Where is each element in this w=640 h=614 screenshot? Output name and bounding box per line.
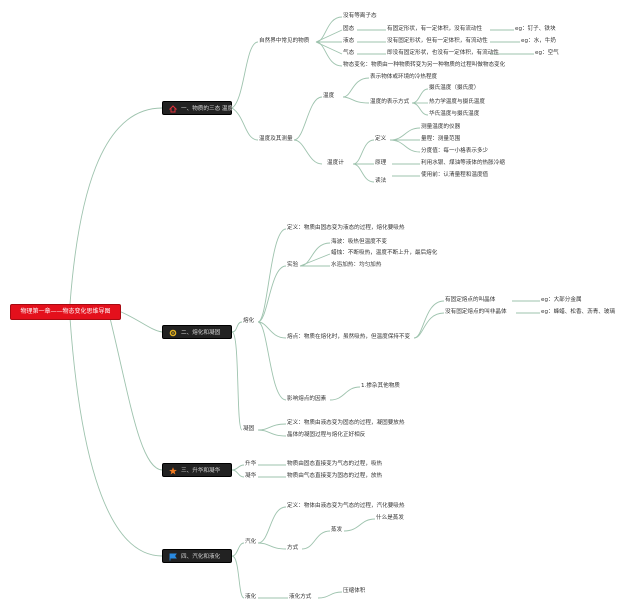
node-melting-def[interactable]: 定义：物质由固态变为液态的过程，熔化要吸热 [287, 225, 405, 231]
node-celsius[interactable]: 摄氏温度（摄氏度） [429, 85, 480, 91]
node-no-plasma[interactable]: 没有等离子态 [343, 13, 377, 19]
node-fahrenheit[interactable]: 华氏温度与摄氏温度 [429, 111, 480, 117]
node-exp-waterbath[interactable]: 水浴加热：均匀加热 [331, 262, 382, 268]
node-temp-measure[interactable]: 温度及其测量 [259, 136, 293, 142]
node-temperature[interactable]: 温度 [323, 93, 335, 99]
node-sublimation[interactable]: 升华 [245, 461, 257, 467]
node-gas[interactable]: 气态 [343, 50, 355, 56]
node-liq-ways[interactable]: 液化方式 [289, 594, 312, 600]
node-solid-desc[interactable]: 有固定形状，有一定体积，没有流动性 [387, 26, 483, 32]
node-thermometer[interactable]: 温度计 [327, 160, 344, 166]
topic-3-label: 三、升华和凝华 [181, 468, 221, 474]
root-node[interactable]: 物理第一章——物态变化思维导图 [10, 304, 121, 320]
node-amorphous[interactable]: 没有固定熔点的叫非晶体 [445, 309, 507, 315]
node-deposition[interactable]: 凝华 [245, 473, 257, 479]
node-solid[interactable]: 固态 [343, 26, 355, 32]
topic-1-label: 一、物质的三态 温度 [181, 106, 234, 112]
node-gas-desc[interactable]: 即没有固定形状，也没有一定体积，有流动性 [387, 50, 499, 56]
node-experiment[interactable]: 实验 [287, 262, 299, 268]
topic-2-node[interactable]: 二、熔化和凝固 [162, 325, 232, 339]
node-evaporation[interactable]: 蒸发 [331, 527, 343, 533]
node-melting-point[interactable]: 熔点：物质在熔化时，虽然吸热，但温度保持不变 [287, 334, 411, 340]
node-reading-text[interactable]: 使用前：认清量程和温度值 [421, 172, 489, 178]
node-crystal[interactable]: 有固定熔点的叫晶体 [445, 297, 496, 303]
node-crystal-eg[interactable]: eg：大部分金属 [541, 297, 582, 303]
node-thermo-def[interactable]: 定义 [375, 136, 387, 142]
node-liquid-desc[interactable]: 没有固定形状，但有一定体积，有流动性 [387, 38, 488, 44]
node-reading[interactable]: 读法 [375, 178, 387, 184]
node-sublimation-text[interactable]: 物质由固态直接变为气态的过程，吸热 [287, 461, 383, 467]
node-deposition-text[interactable]: 物质由气态直接变为固态的过程，放热 [287, 473, 383, 479]
node-freezing-def[interactable]: 定义：物质由液态变为固态的过程，凝固要放热 [287, 420, 405, 426]
node-impurity[interactable]: 1.掺杂其他物质 [361, 383, 400, 389]
node-temp-methods[interactable]: 温度的表示方式 [370, 99, 410, 105]
node-common-matter[interactable]: 自然界中常见的物质 [259, 38, 310, 44]
node-temp-def[interactable]: 表示物体或环境的冷热程度 [370, 74, 438, 80]
topic-1-node[interactable]: 一、物质的三态 温度 [162, 101, 234, 115]
topic-4-label: 四、汽化和液化 [181, 554, 221, 560]
topic-3-node[interactable]: 三、升华和凝华 [162, 463, 232, 477]
node-freezing[interactable]: 凝固 [243, 426, 255, 432]
node-compress-volume[interactable]: 压缩体积 [343, 588, 366, 594]
node-what-is-evaporation[interactable]: 什么是蒸发 [376, 515, 404, 521]
node-kelvin[interactable]: 热力学温度与摄氏温度 [429, 99, 485, 105]
node-thermo-def-1[interactable]: 测量温度的仪器 [421, 124, 461, 130]
node-melting[interactable]: 熔化 [243, 318, 255, 324]
node-exp-hypo[interactable]: 海波：吸热但温度不变 [331, 239, 387, 245]
star-icon [169, 467, 177, 475]
node-vaporization-def[interactable]: 定义：物体由液态变为气态的过程，汽化要吸热 [287, 503, 405, 509]
node-solid-eg[interactable]: eg：钉子、铁块 [515, 26, 556, 32]
node-amorphous-eg[interactable]: eg：蜂蜡、松香、沥青、玻璃 [541, 309, 616, 315]
topic-2-label: 二、熔化和凝固 [181, 330, 221, 336]
node-thermo-def-3[interactable]: 分度值：每一小格表示多少 [421, 148, 489, 154]
topic-4-node[interactable]: 四、汽化和液化 [162, 549, 232, 563]
node-freezing-crystal[interactable]: 晶体的凝固过程与熔化正好相反 [287, 432, 366, 438]
node-thermo-def-2[interactable]: 量程：测量范围 [421, 136, 461, 142]
node-principle[interactable]: 原理 [375, 160, 387, 166]
flag-icon [169, 553, 177, 561]
node-liquefaction[interactable]: 液化 [245, 594, 257, 600]
node-vaporization[interactable]: 汽化 [245, 539, 257, 545]
node-state-change[interactable]: 物态变化：物质由一种物质转变为另一种物质的过程叫做物态变化 [343, 62, 506, 68]
house-icon [169, 105, 177, 113]
node-liquid[interactable]: 液态 [343, 38, 355, 44]
node-mp-factors[interactable]: 影响熔点的因素 [287, 396, 327, 402]
node-principle-text[interactable]: 利用水银、煤油等液体的热胀冷缩 [421, 160, 505, 166]
node-liquid-eg[interactable]: eg：水，牛奶 [521, 38, 556, 44]
node-vap-ways[interactable]: 方式 [287, 545, 299, 551]
target-icon [169, 329, 177, 337]
node-gas-eg[interactable]: eg：空气 [535, 50, 559, 56]
node-exp-wax[interactable]: 蜡烛：不断吸热，温度不断上升，最后熔化 [331, 250, 438, 256]
